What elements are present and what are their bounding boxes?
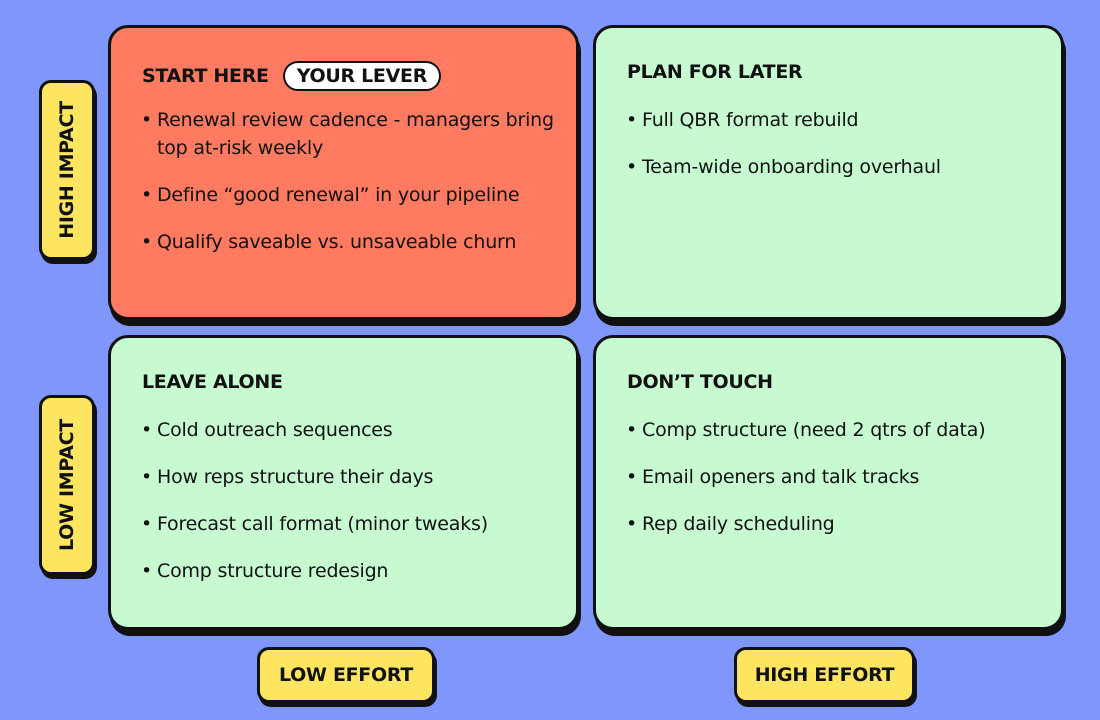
list-item: Comp structure (need 2 qtrs of data) [626,416,1046,444]
list-item: Comp structure redesign [141,557,561,585]
quadrant-title: START HERE [142,65,269,87]
quadrant-title-row: DON’T TOUCH [627,371,773,393]
quadrant-title: PLAN FOR LATER [627,61,803,83]
quadrant-leave-alone: LEAVE ALONE Cold outreach sequences How … [108,335,579,630]
axis-label-high-impact-text: HIGH IMPACT [56,101,78,239]
quadrant-title-row: PLAN FOR LATER [627,61,803,83]
axis-label-high-impact: HIGH IMPACT [39,80,95,260]
list-item: Forecast call format (minor tweaks) [141,510,561,538]
list-item: Cold outreach sequences [141,416,561,444]
quadrant-item-list: Full QBR format rebuild Team-wide onboar… [626,106,1046,200]
quadrant-item-list: Renewal review cadence - managers bring … [141,106,561,275]
list-item: Rep daily scheduling [626,510,1046,538]
axis-label-low-effort: LOW EFFORT [257,647,435,703]
quadrant-title-row: START HERE YOUR LEVER [142,61,442,91]
axis-label-low-impact: LOW IMPACT [39,395,95,575]
your-lever-badge: YOUR LEVER [282,61,442,91]
axis-label-high-effort-text: HIGH EFFORT [754,664,895,686]
list-item: Qualify saveable vs. unsaveable churn [141,228,561,256]
axis-label-low-effort-text: LOW EFFORT [279,664,413,686]
list-item: Full QBR format rebuild [626,106,1046,134]
list-item: How reps structure their days [141,463,561,491]
list-item: Email openers and talk tracks [626,463,1046,491]
quadrant-title: DON’T TOUCH [627,371,773,393]
list-item: Define “good renewal” in your pipeline [141,181,561,209]
axis-label-high-effort: HIGH EFFORT [734,647,915,703]
quadrant-title-row: LEAVE ALONE [142,371,283,393]
quadrant-item-list: Comp structure (need 2 qtrs of data) Ema… [626,416,1046,557]
quadrant-plan-for-later: PLAN FOR LATER Full QBR format rebuild T… [593,25,1064,320]
quadrant-start-here: START HERE YOUR LEVER Renewal review cad… [108,25,579,320]
list-item: Renewal review cadence - managers bring … [141,106,561,162]
quadrant-dont-touch: DON’T TOUCH Comp structure (need 2 qtrs … [593,335,1064,630]
list-item: Team-wide onboarding overhaul [626,153,1046,181]
axis-label-low-impact-text: LOW IMPACT [56,419,79,551]
quadrant-item-list: Cold outreach sequences How reps structu… [141,416,561,604]
quadrant-title: LEAVE ALONE [142,371,283,393]
